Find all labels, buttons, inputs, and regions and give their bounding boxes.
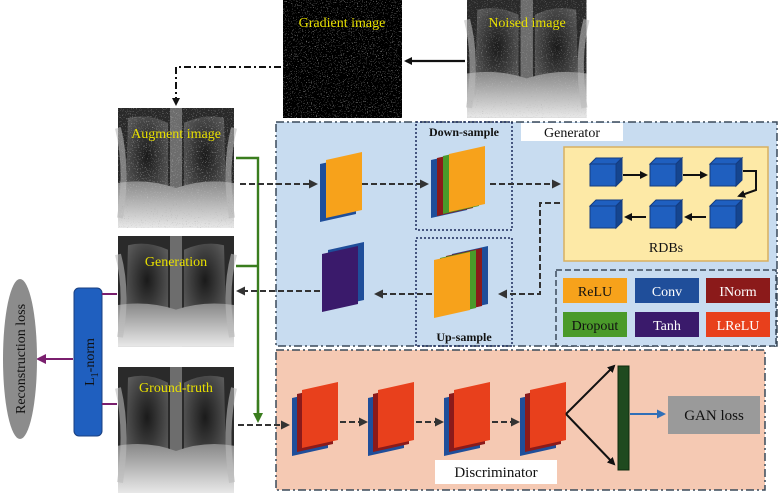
rdb-cube-2	[648, 156, 684, 188]
reconstruction-loss: Reconstruction loss	[3, 279, 37, 439]
generator-input-block	[320, 152, 362, 222]
legend-tanh-label: Tanh	[653, 319, 681, 334]
generation-image-label: Generation	[145, 255, 207, 270]
l1-norm-bar: L1-norm	[73, 287, 103, 437]
generator-output-block	[322, 242, 364, 312]
fully-connected-bar	[617, 365, 630, 471]
ground-truth-image: Ground-truth	[118, 367, 234, 493]
gan-loss-box: GAN loss	[668, 396, 760, 434]
noised-image: Noised image	[467, 0, 587, 118]
ground-truth-image-label: Ground-truth	[139, 381, 213, 396]
legend-dropout-label: Dropout	[572, 319, 619, 334]
noised-image-label: Noised image	[488, 16, 565, 31]
up-sample-label: Up-sample	[436, 330, 492, 344]
discriminator-title: Discriminator	[454, 465, 537, 481]
purple-connectors	[36, 293, 117, 405]
generation-image: Generation	[118, 236, 234, 346]
legend-inorm-label: INorm	[719, 285, 756, 300]
legend-conv: Conv	[635, 278, 699, 303]
augment-image: Augment image	[118, 108, 234, 228]
reconstruction-loss-label: Reconstruction loss	[14, 304, 29, 414]
gan-loss-label: GAN loss	[684, 408, 744, 424]
gradient-to-augment-arrow	[172, 66, 281, 106]
rdbs-label: RDBs	[649, 241, 683, 256]
legend: ReLU Conv INorm Dropout Tanh LReLU	[555, 269, 777, 347]
green-connector	[236, 156, 263, 423]
gradient-image-label: Gradient image	[299, 16, 386, 31]
generator-title: Generator	[544, 126, 600, 141]
rdb-cube-5	[648, 198, 684, 230]
legend-tanh: Tanh	[635, 312, 699, 337]
legend-dropout: Dropout	[563, 312, 627, 337]
legend-lrelu-label: LReLU	[717, 319, 760, 334]
rdb-cube-3	[708, 156, 744, 188]
legend-relu-label: ReLU	[578, 285, 612, 300]
augment-image-label: Augment image	[131, 127, 221, 142]
l1-norm-label: L1-norm	[83, 338, 101, 386]
down-sample-block: Down-sample	[415, 121, 513, 231]
legend-conv-label: Conv	[652, 285, 682, 300]
legend-inorm: INorm	[706, 278, 770, 303]
legend-lrelu: LReLU	[706, 312, 770, 337]
generator-flow-arrows	[236, 179, 561, 299]
rdb-cube-6	[588, 198, 624, 230]
rdb-cube-4	[708, 198, 744, 230]
gradient-image: Gradient image	[283, 0, 402, 118]
up-sample-block: Up-sample	[415, 237, 513, 347]
down-sample-label: Down-sample	[429, 125, 500, 139]
legend-relu: ReLU	[563, 278, 627, 303]
rdb-cube-1	[588, 156, 624, 188]
discriminator-flow-arrows	[238, 417, 520, 430]
fc-branch-arrows	[565, 364, 616, 466]
rdbs-block: RDBs	[563, 146, 769, 262]
